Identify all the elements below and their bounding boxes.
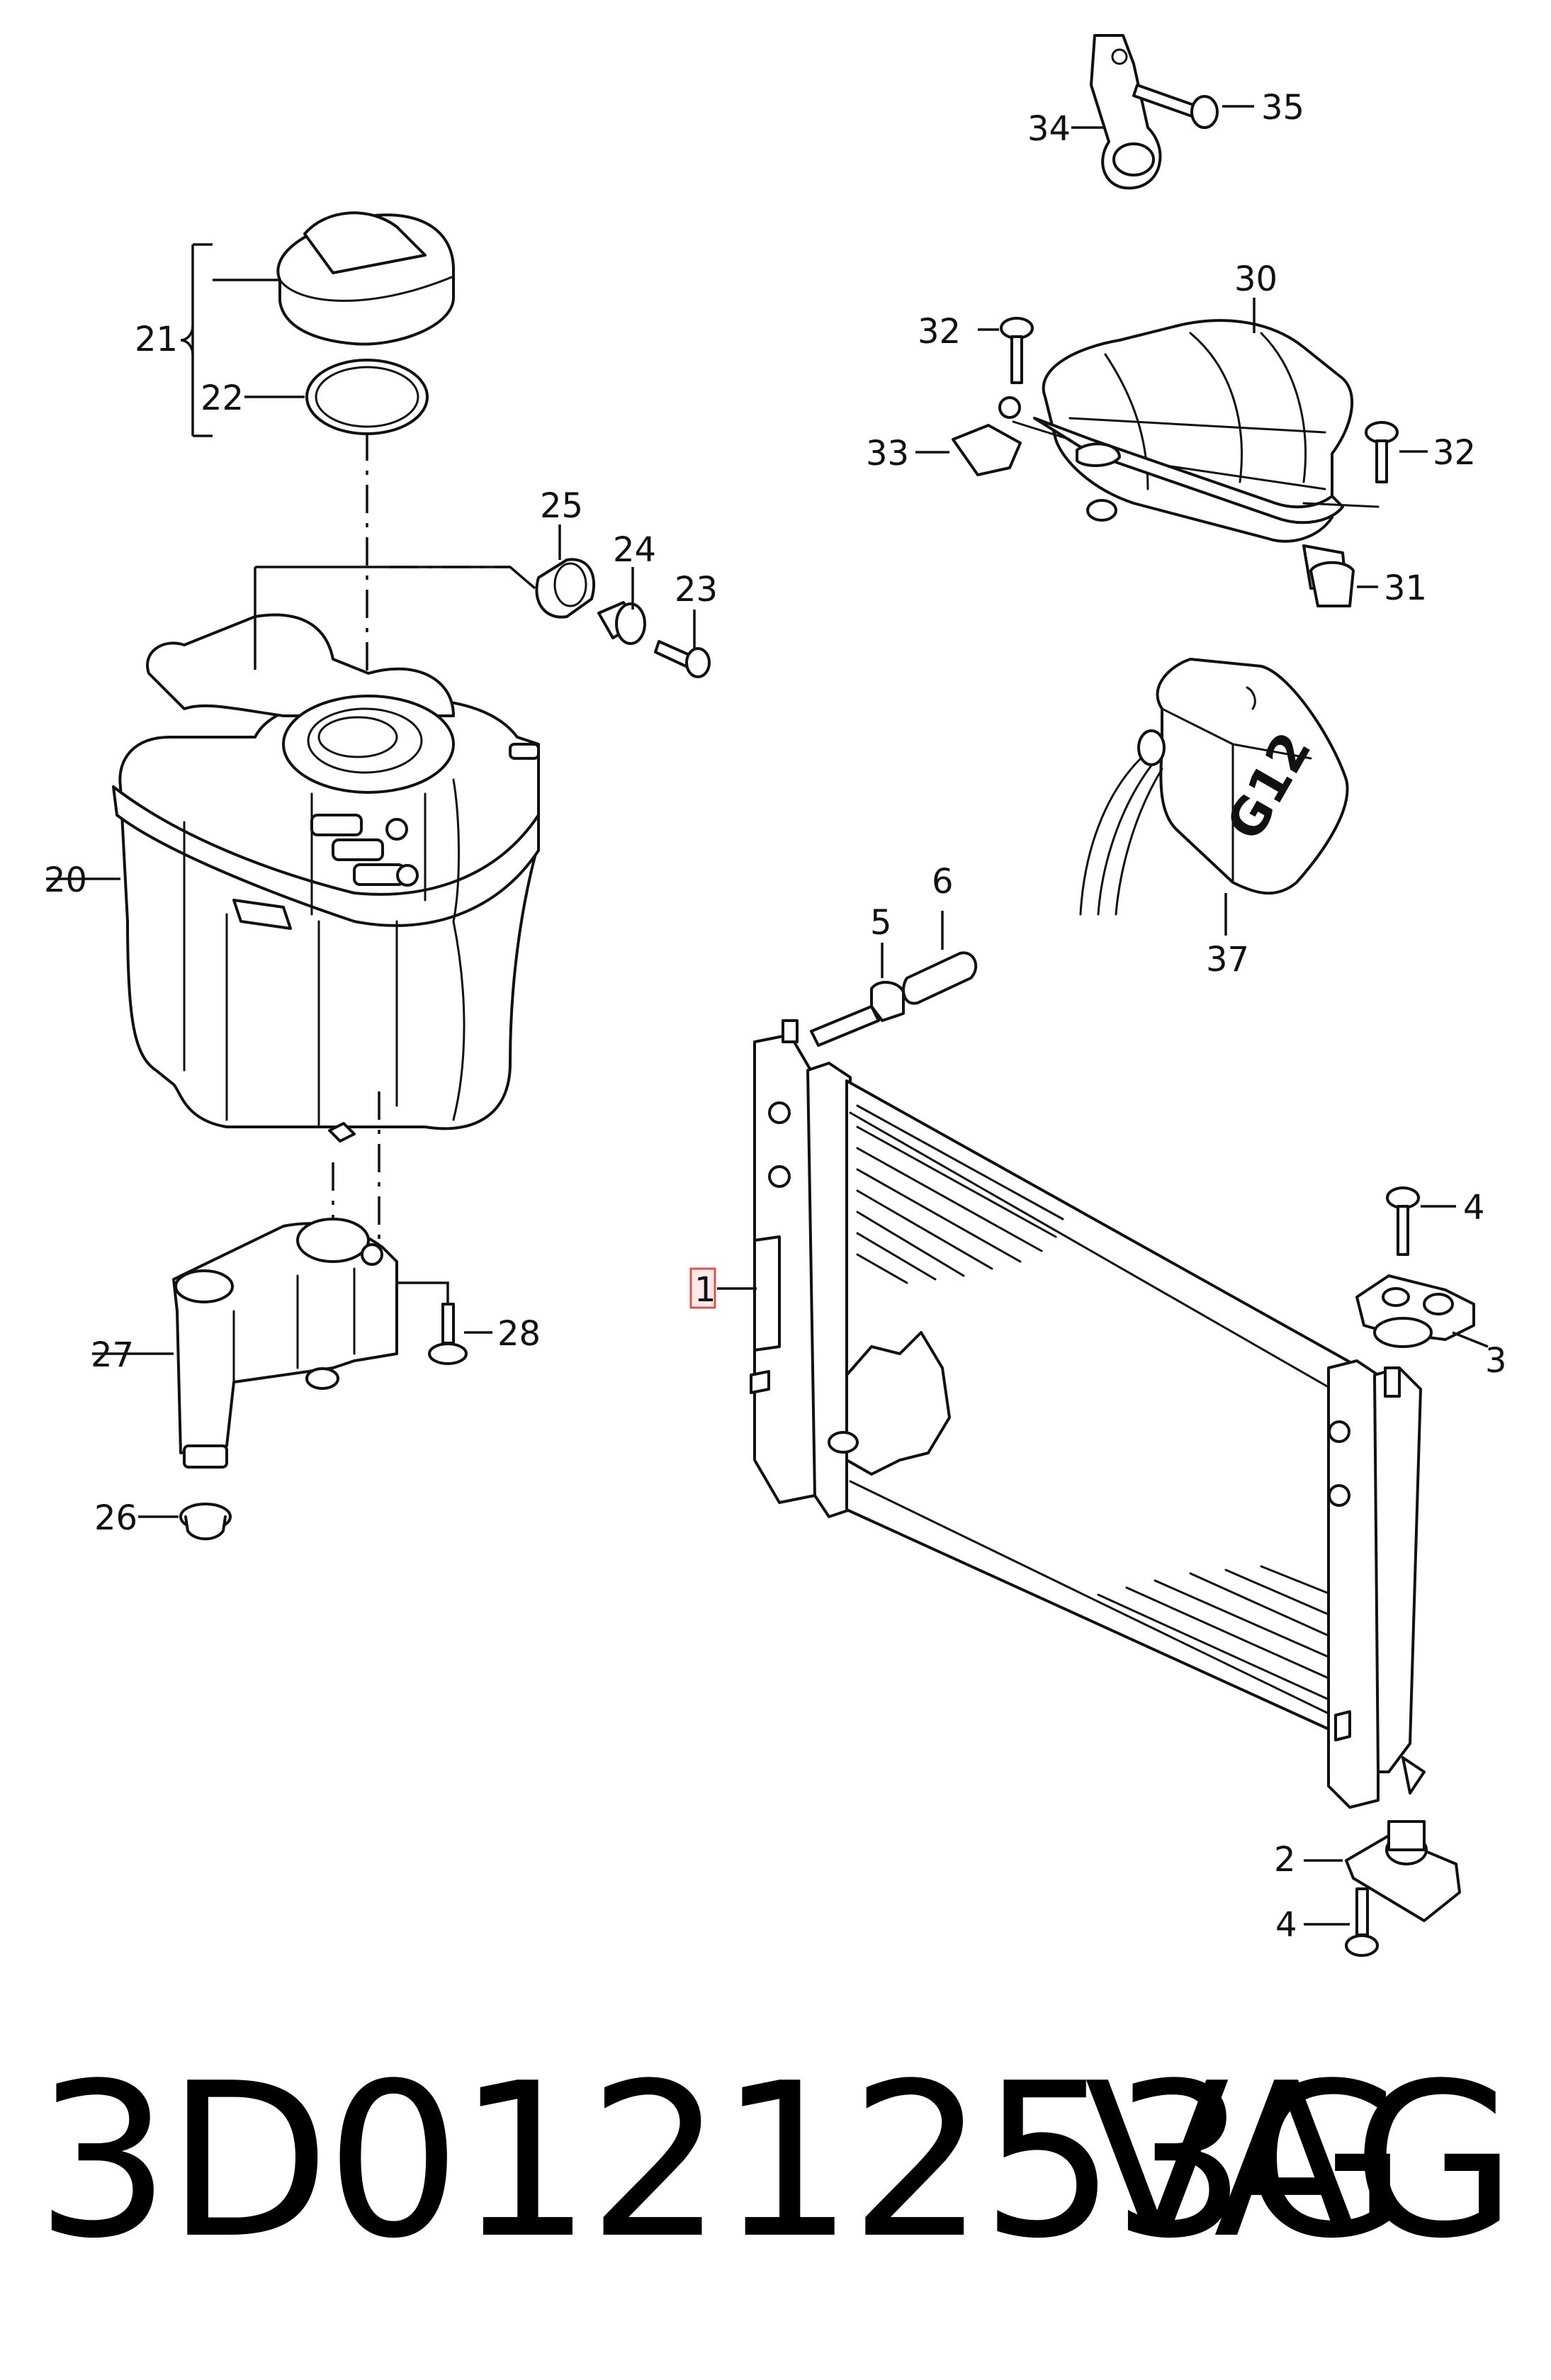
lower-mount-2[interactable] [1345, 1820, 1461, 1922]
grommet-25[interactable] [535, 558, 596, 619]
upper-mount-3[interactable] [1355, 1274, 1475, 1348]
screw-4-top[interactable] [1386, 1186, 1420, 1256]
screw-28[interactable] [428, 1303, 468, 1365]
callout-28[interactable]: 28 [497, 1314, 541, 1354]
reservoir-30[interactable] [998, 319, 1380, 590]
clip-5[interactable] [870, 980, 905, 1022]
callout-20[interactable]: 20 [44, 860, 87, 900]
bushing-24[interactable] [597, 601, 646, 645]
callout-22[interactable]: 22 [201, 378, 244, 418]
callout-24[interactable]: 24 [613, 530, 656, 570]
highlight-box-1 [689, 1267, 716, 1309]
callout-4-bottom[interactable]: 4 [1275, 1905, 1297, 1945]
callout-37[interactable]: 37 [1206, 940, 1249, 979]
radiator-1[interactable] [750, 1005, 1426, 1809]
radiator-fins [856, 1104, 1333, 1702]
callout-6[interactable]: 6 [932, 862, 954, 902]
callout-31[interactable]: 31 [1384, 568, 1427, 608]
callout-27[interactable]: 27 [91, 1335, 134, 1375]
screw-35[interactable] [1132, 84, 1219, 129]
callout-32-left[interactable]: 32 [918, 312, 961, 352]
coolant-bottle-37[interactable]: G12 [1079, 658, 1349, 916]
callout-34[interactable]: 34 [1027, 109, 1071, 149]
callout-35[interactable]: 35 [1261, 88, 1304, 128]
callout-4-top[interactable]: 4 [1463, 1188, 1485, 1228]
screw-32-right[interactable] [1365, 421, 1399, 483]
callout-25[interactable]: 25 [540, 486, 583, 526]
footer: 3D0121253G VAG [0, 2041, 1551, 2282]
plug-26[interactable] [179, 1503, 232, 1541]
callout-32-right[interactable]: 32 [1433, 433, 1476, 473]
callout-23[interactable]: 23 [675, 570, 718, 610]
screw-4-bottom[interactable] [1345, 1887, 1379, 1957]
clip-33[interactable] [952, 424, 1022, 476]
callout-21[interactable]: 21 [135, 320, 178, 359]
cap-seal-ring[interactable] [305, 359, 429, 435]
hose-6[interactable] [902, 951, 978, 1005]
part-number: 3D0121253G [35, 2038, 1407, 2285]
expansion-tank[interactable] [112, 613, 540, 1143]
callout-5[interactable]: 5 [870, 903, 892, 943]
callout-30[interactable]: 30 [1234, 259, 1278, 299]
bracket-27[interactable] [172, 1218, 398, 1469]
callout-1[interactable]: 1 [694, 1270, 716, 1310]
mount-31[interactable] [1309, 561, 1355, 607]
callout-33[interactable]: 33 [866, 434, 909, 473]
brand-name: VAG [1084, 2038, 1517, 2285]
callout-2[interactable]: 2 [1274, 1840, 1296, 1880]
filler-cap[interactable] [276, 211, 455, 346]
callout-3[interactable]: 3 [1485, 1341, 1507, 1381]
callout-26[interactable]: 26 [94, 1498, 137, 1538]
bracket-34[interactable] [1090, 34, 1162, 190]
screw-32-left[interactable] [1000, 317, 1034, 384]
bolt-23[interactable] [654, 640, 711, 678]
